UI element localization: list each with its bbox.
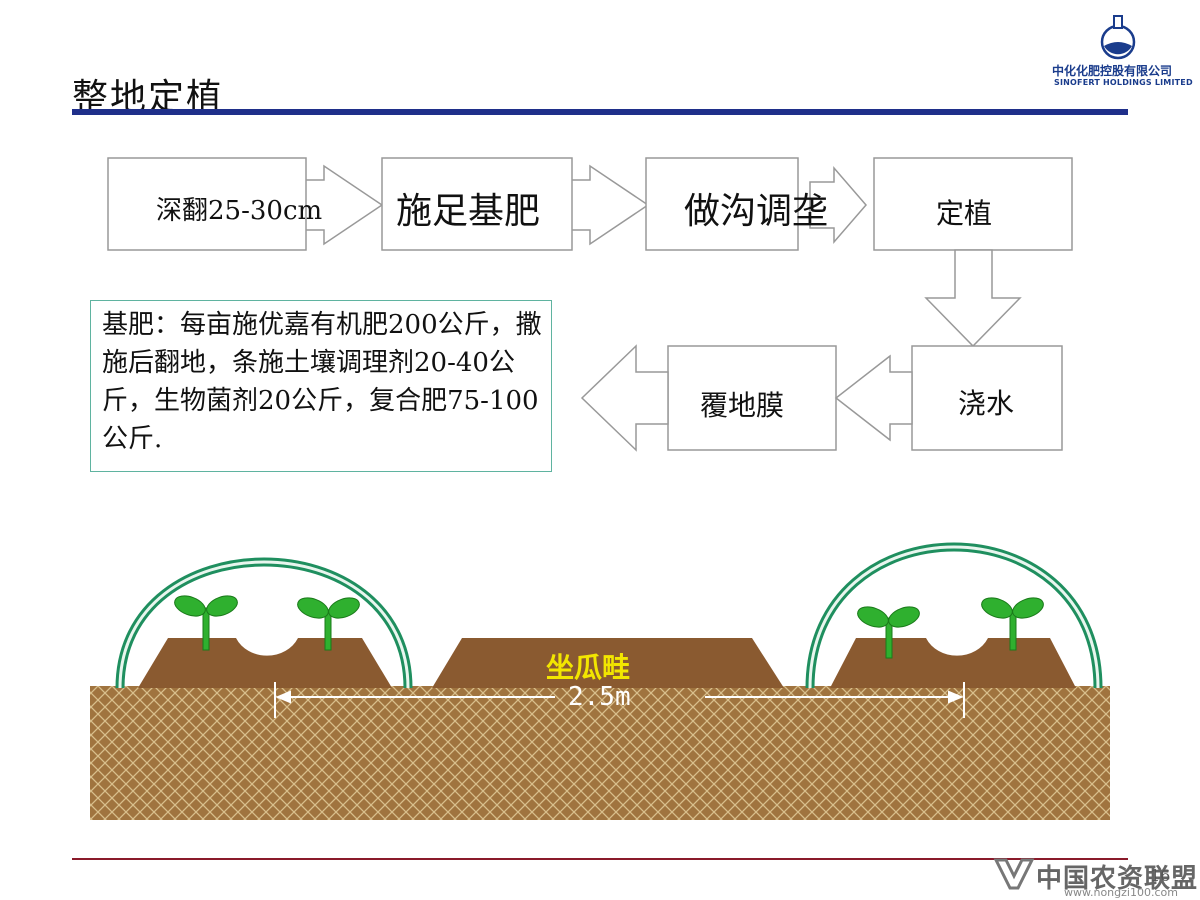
title-underline xyxy=(72,109,1128,115)
raised-bed-center xyxy=(432,638,784,688)
distance-label: 2.5m xyxy=(568,682,631,712)
flow-arrow-3 xyxy=(809,165,867,245)
footer-rule xyxy=(72,858,1128,860)
flow-step-box-4 xyxy=(873,157,1073,251)
seedling xyxy=(981,597,1044,651)
flow-step-deep-plow: 深翻25-30cm xyxy=(156,196,323,226)
flow-step-ridge: 做沟调垄 xyxy=(684,191,829,232)
flow-arrow-down xyxy=(924,249,1022,348)
flow-step-box-3 xyxy=(645,157,799,251)
tunnel-arch-left-inner xyxy=(118,560,410,689)
page-number: 16 xyxy=(1150,866,1171,885)
raised-bed-left xyxy=(138,638,392,688)
seedling xyxy=(174,595,238,651)
flow-step-mulch: 覆地膜 xyxy=(700,389,785,422)
flow-diagram xyxy=(107,157,1073,452)
flow-arrow-4 xyxy=(834,354,913,442)
flow-step-box-1 xyxy=(107,157,307,251)
flow-step-base-fertilizer: 施足基肥 xyxy=(396,191,541,232)
flask-logo-icon xyxy=(1100,15,1136,60)
watermark-url: www.nongzi100.com xyxy=(1064,886,1178,899)
flow-step-box-5 xyxy=(911,345,1063,451)
distance-measure xyxy=(274,682,965,718)
logo-company-name-cn: 中化化肥控股有限公司 xyxy=(1052,64,1173,78)
seedling xyxy=(857,606,920,659)
raised-bed-right xyxy=(830,638,1076,688)
fertilizer-note-box xyxy=(90,300,552,472)
seedling xyxy=(297,597,360,651)
watermark-logo-icon xyxy=(993,858,1035,890)
company-logo xyxy=(1050,12,1190,92)
watermark-text-cn: 中国农资联盟 xyxy=(1036,864,1199,894)
flow-step-watering: 浇水 xyxy=(958,387,1015,420)
flow-arrow-5 xyxy=(580,344,669,452)
fertilizer-note-text: 基肥：每亩施优嘉有机肥200公斤，撒施后翻地，条施土壤调理剂20-40公斤，生物… xyxy=(102,310,542,454)
soil-ground xyxy=(90,686,1110,820)
tunnel-arch-right-inner xyxy=(808,545,1100,689)
melon-bed-label: 坐瓜畦 xyxy=(546,651,631,684)
flow-step-box-2 xyxy=(381,157,573,251)
logo-company-name-en: SINOFERT HOLDINGS LIMITED xyxy=(1054,78,1193,87)
flow-step-planting: 定植 xyxy=(936,197,993,230)
